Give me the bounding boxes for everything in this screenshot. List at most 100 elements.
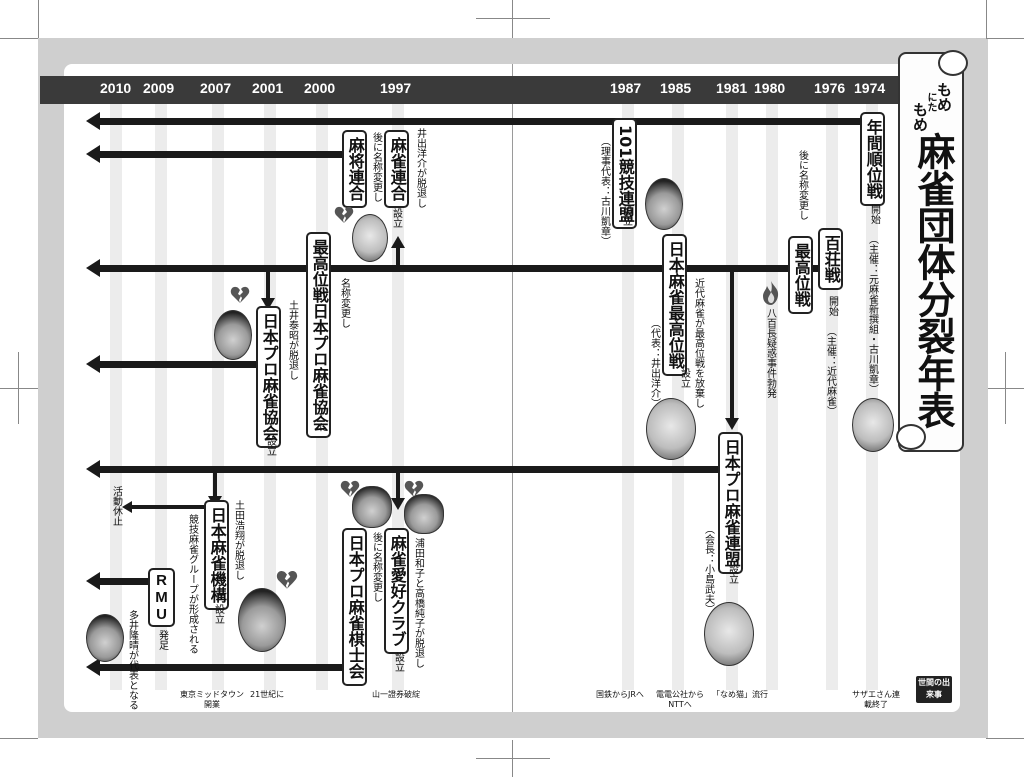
portrait-tsuchida xyxy=(238,588,286,652)
year-label: 2009 xyxy=(143,80,175,96)
note-leave: 土井泰昭が脱退し xyxy=(286,300,298,380)
crop-mark xyxy=(512,0,513,38)
year-stripe xyxy=(866,104,878,690)
year-stripe xyxy=(622,104,634,690)
portrait-ide xyxy=(645,178,683,230)
note-setsuritsu: 設立 xyxy=(620,206,632,226)
event-text: 21世紀に xyxy=(250,690,285,699)
crop-mark xyxy=(0,38,38,39)
arrowhead xyxy=(86,355,100,373)
org-nihon-mahjong-kiko: 日本麻雀機構 xyxy=(204,500,229,610)
arrow-down xyxy=(391,498,405,510)
portrait-kojima xyxy=(704,602,754,666)
org-nenkan: 年間順位戦 xyxy=(860,112,885,206)
year-label: 1987 xyxy=(610,80,642,96)
event-text: 電電公社からNTTへ xyxy=(656,690,704,709)
event-text: 国鉄からJRへ xyxy=(596,690,644,699)
crop-mark xyxy=(18,352,19,424)
world-events-badge: 世間の出来事 xyxy=(916,676,952,703)
crop-mark xyxy=(476,758,550,759)
note-renamed: 後に名称変更し xyxy=(370,532,382,602)
event-text: 東京ミッドタウン開業 xyxy=(180,690,244,709)
connector xyxy=(396,470,400,500)
arrowhead xyxy=(86,145,100,163)
year-label: 2000 xyxy=(304,80,336,96)
portrait-tai xyxy=(86,614,124,662)
year-label: 1985 xyxy=(660,80,692,96)
year-label: 1976 xyxy=(814,80,846,96)
scroll-curl xyxy=(896,424,926,450)
arrowhead xyxy=(86,259,100,277)
arrowhead xyxy=(86,572,100,590)
timeline-pro-renmei xyxy=(100,466,732,473)
note-kindai: 近代麻雀が最高位戦を放棄し xyxy=(692,278,704,408)
year-label: 2001 xyxy=(252,80,284,96)
org-nihon-pro-renmei: 日本プロ麻雀連盟 xyxy=(718,432,743,574)
note-rep: （理事代表：古川凱章） xyxy=(598,136,610,246)
timeline-kyogi-group xyxy=(132,505,214,509)
note-incident: 八百長疑惑事件勃発 xyxy=(764,308,776,398)
portrait-ide-3 xyxy=(352,214,388,262)
title-sub: もめ xyxy=(911,102,929,132)
scroll-curl xyxy=(938,50,968,76)
org-saikoi: 最高位戦 xyxy=(788,236,813,314)
portrait-urata xyxy=(352,486,392,528)
note-chair: （会長：小島武夫） xyxy=(702,524,714,614)
org-nihon-mahjong-saikoi: 日本麻雀最高位戦 xyxy=(662,234,687,376)
portrait-takahashi xyxy=(404,494,444,534)
org-kishikai: 日本プロ麻雀棋士会 xyxy=(342,528,367,686)
year-label: 1980 xyxy=(754,80,786,96)
note-leave: 井出洋介が脱退し xyxy=(414,128,426,208)
note-setsuritsu: 設立 xyxy=(212,604,224,624)
year-stripe xyxy=(155,104,167,690)
org-mahjong-rengo: 麻雀連合 xyxy=(384,130,409,208)
title-scroll xyxy=(898,52,964,452)
connector xyxy=(730,270,734,420)
crop-mark xyxy=(986,0,987,38)
year-stripe xyxy=(110,104,122,690)
arrowhead xyxy=(86,658,100,676)
broken-heart-icon xyxy=(404,480,424,497)
note-setsuritsu: 設立 xyxy=(726,564,738,584)
fire-icon xyxy=(763,281,779,305)
note-ni: に xyxy=(316,422,328,432)
timeline-saikoi xyxy=(100,265,830,272)
crop-mark xyxy=(0,388,38,389)
page-title: 麻雀団体分裂年表 xyxy=(911,132,956,428)
arrowhead xyxy=(86,460,100,478)
org-nihon-pro-kyokai: 日本プロ麻雀協会 xyxy=(256,306,281,448)
crop-mark xyxy=(512,740,513,777)
note-sponsor: （主催：元麻雀新撰組・古川凱章） xyxy=(866,234,878,394)
org-masho-rengo: 麻将連合 xyxy=(342,130,367,208)
year-header-bar xyxy=(40,76,958,104)
timeline-nenkan xyxy=(100,118,870,125)
note-sponsor: （主催：近代麻雀） xyxy=(824,326,836,416)
title-sub: にた xyxy=(925,92,936,112)
org-kyogi: 101競技連盟 xyxy=(612,118,637,230)
note-setsuritsu: 設立 xyxy=(392,652,404,672)
year-label: 2007 xyxy=(200,80,232,96)
year-label: 2010 xyxy=(100,80,132,96)
note-setsuritsu: 設立 xyxy=(264,436,276,456)
note-leave: 土田浩翔が脱退し xyxy=(232,500,244,580)
timeline-kishikai xyxy=(100,664,350,671)
note-launch: 発足 xyxy=(156,630,168,650)
broken-heart-icon xyxy=(276,571,298,589)
org-saikoi-nihon-pro: 最高位戦日本プロ麻雀協会 xyxy=(306,232,331,438)
event-text: 山一證券破綻 xyxy=(372,690,420,699)
page-fold xyxy=(512,64,513,712)
crop-mark xyxy=(476,18,550,19)
portrait-doi xyxy=(214,310,252,360)
crop-mark xyxy=(986,738,1024,739)
year-label: 1997 xyxy=(380,80,412,96)
crop-mark xyxy=(38,0,39,38)
title-sub: もめ xyxy=(935,82,953,112)
connector xyxy=(213,470,217,498)
portrait-ide-2 xyxy=(646,398,696,460)
note-kaishi: 開始 xyxy=(868,204,880,224)
timeline-masho-rengo xyxy=(100,151,344,158)
note-rep: 多井隆晴が代表となる xyxy=(126,610,138,710)
year-label: 1974 xyxy=(854,80,886,96)
crop-mark xyxy=(1005,352,1006,424)
year-stripe xyxy=(766,104,778,690)
